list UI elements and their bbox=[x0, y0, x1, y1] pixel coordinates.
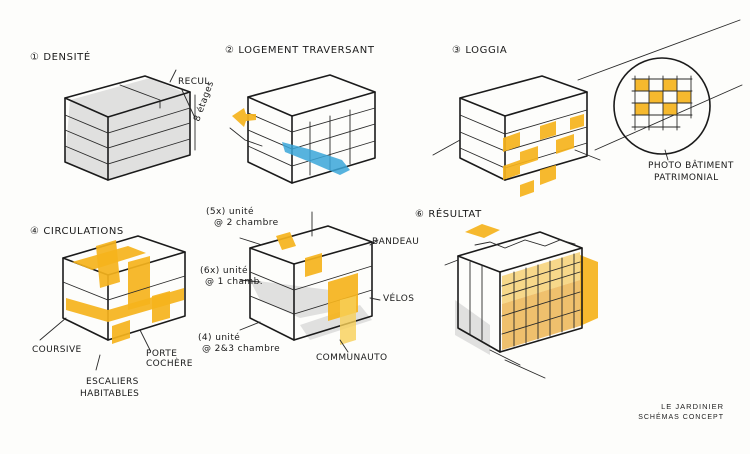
title-logement: ② LOGEMENT TRAVERSANT bbox=[225, 45, 375, 56]
label-unit2b: @ 1 chamb. bbox=[205, 277, 263, 287]
label-unit3a: (4) unité bbox=[198, 332, 240, 343]
label-unit1a: (5x) unité bbox=[206, 206, 254, 217]
sketch-circulations: COURSIVE PORTE COCHÈRE ESCALIERS HABITAB… bbox=[32, 236, 193, 399]
title-loggia: ③ LOGGIA bbox=[452, 45, 507, 56]
sketch-logement-traversant bbox=[230, 75, 375, 183]
title-circulations: ④ CIRCULATIONS bbox=[30, 226, 124, 237]
label-porte-2: COCHÈRE bbox=[146, 357, 193, 369]
sketch-resultat bbox=[445, 224, 598, 378]
footer-subtitle: SCHÉMAS CONCEPT bbox=[638, 414, 724, 421]
label-communauto: COMMUNAUTO bbox=[316, 353, 388, 363]
label-unit3b: @ 2&3 chambre bbox=[202, 344, 280, 354]
label-photo-1: PHOTO BÂTIMENT bbox=[648, 159, 734, 171]
label-coursive: COURSIVE bbox=[32, 345, 82, 355]
sketch-unites: (5x) unité @ 2 chambre (6x) unité @ 1 ch… bbox=[198, 206, 419, 363]
footer-project-name: LE JARDINIER bbox=[661, 402, 724, 411]
label-escaliers-1: ESCALIERS bbox=[86, 377, 139, 387]
label-escaliers-2: HABITABLES bbox=[80, 389, 139, 399]
label-unit1b: @ 2 chambre bbox=[214, 218, 279, 228]
label-bandeau: BANDEAU bbox=[372, 237, 419, 247]
sketch-densite: RECUL 8 étages bbox=[65, 70, 216, 180]
label-photo-2: PATRIMONIAL bbox=[654, 173, 719, 183]
title-densite: ① DENSITÉ bbox=[30, 50, 91, 63]
title-resultat: ⑥ RÉSULTAT bbox=[415, 207, 482, 220]
label-unit2a: (6x) unité bbox=[200, 265, 248, 276]
label-porte-1: PORTE bbox=[146, 349, 177, 359]
label-velos: VÉLOS bbox=[383, 292, 414, 304]
